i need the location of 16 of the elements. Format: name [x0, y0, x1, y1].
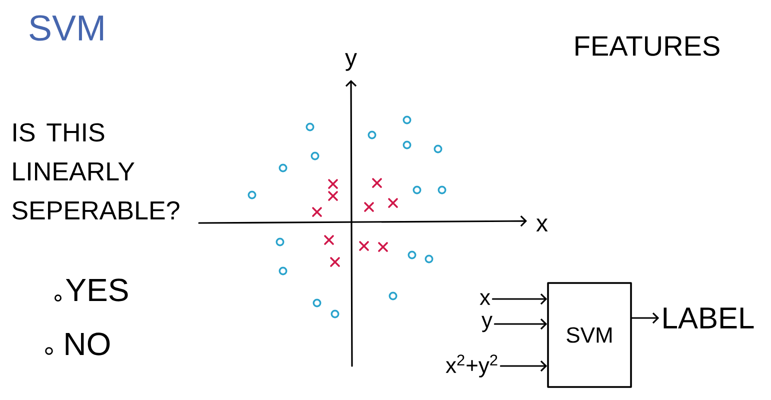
feature-label: x: [480, 293, 490, 305]
axis-label: y: [345, 53, 357, 71]
option-label: NO: [66, 332, 110, 356]
arrow: [492, 293, 548, 305]
output-label: LABEL: [664, 308, 754, 328]
option-label: YES: [66, 278, 128, 302]
arrow: [500, 360, 548, 372]
feature-label: x$^{2}$+y$^{2}$: [446, 354, 498, 378]
feature-label: y: [482, 316, 492, 332]
arrow: [494, 318, 548, 330]
title: SVM: [30, 15, 104, 41]
arrow: [631, 312, 660, 324]
question-text: IS THIS LINEARLY SEPERABLE?: [12, 123, 180, 220]
axis-label: x: [536, 218, 548, 232]
heading: FEATURES: [576, 36, 720, 56]
process-box: SVM: [547, 282, 632, 388]
